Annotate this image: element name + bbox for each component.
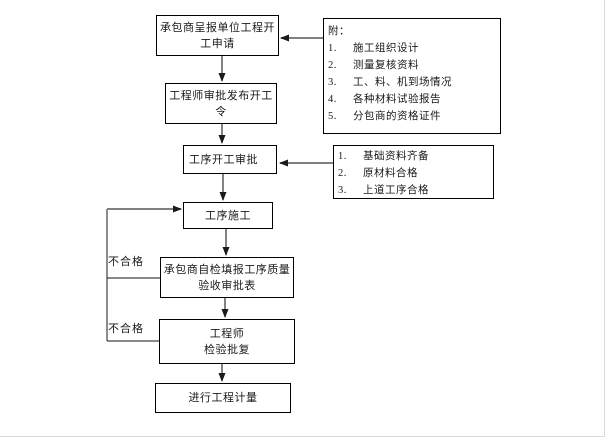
condition-item-num: 3. (338, 185, 347, 196)
attachment-item: 5. 分包商的资格证件 (326, 108, 498, 125)
rejected-label-1: 不合格 (108, 256, 144, 268)
condition-note-list: 1. 基础资料齐备 2. 原材料合格 3. 上道工序合格 (336, 148, 491, 199)
attachment-item: 3. 工、料、机到场情况 (326, 74, 498, 91)
node-self-inspection-line1: 承包商自检填报工序质量 (163, 263, 291, 276)
condition-item-num: 1. (338, 151, 347, 162)
condition-item-text: 基础资料齐备 (363, 151, 429, 162)
attachment-item-num: 4. (328, 94, 337, 105)
node-self-inspection: 承包商自检填报工序质量 验收审批表 (160, 257, 294, 298)
node-issue-order-line1: 工程师审批发布开工 (169, 89, 273, 102)
condition-item: 3. 上道工序合格 (336, 182, 491, 199)
node-process-approval-label: 工序开工审批 (189, 153, 258, 166)
node-self-inspection-line2: 验收审批表 (198, 279, 256, 292)
attachment-item: 2. 测量复核资料 (326, 57, 498, 74)
attachment-note-box: 附： 1. 施工组织设计 2. 测量复核资料 3. 工、料、机到场情况 4. 各… (323, 18, 501, 134)
condition-note-box: 1. 基础资料齐备 2. 原材料合格 3. 上道工序合格 (333, 145, 494, 199)
node-submit-application-line1: 承包商呈报单位工程开 (160, 21, 275, 34)
attachment-item-num: 1. (328, 43, 337, 54)
node-issue-order-line2: 令 (215, 105, 227, 118)
node-submit-application: 承包商呈报单位工程开 工申请 (156, 15, 279, 56)
attachment-note-list: 1. 施工组织设计 2. 测量复核资料 3. 工、料、机到场情况 4. 各种材料… (326, 40, 498, 125)
node-issue-order: 工程师审批发布开工 令 (165, 83, 277, 124)
node-process-construction-label: 工序施工 (205, 209, 251, 222)
node-engineer-review-line1: 工程师 (209, 327, 245, 340)
node-measurement: 进行工程计量 (155, 383, 291, 413)
condition-item-text: 上道工序合格 (363, 185, 429, 196)
attachment-item-text: 工、料、机到场情况 (353, 77, 452, 88)
node-engineer-review: 工程师 检验批复 (159, 319, 295, 364)
rejected-label-2: 不合格 (108, 323, 144, 335)
attachment-item-text: 施工组织设计 (353, 43, 419, 54)
node-process-approval: 工序开工审批 (183, 145, 277, 174)
node-measurement-label: 进行工程计量 (188, 392, 258, 404)
condition-item-text: 原材料合格 (363, 168, 418, 179)
node-engineer-review-line2: 检验批复 (204, 343, 250, 356)
condition-item: 2. 原材料合格 (336, 165, 491, 182)
node-process-construction: 工序施工 (183, 202, 273, 229)
attachment-item-text: 测量复核资料 (353, 60, 419, 71)
attachment-item-num: 5. (328, 111, 337, 122)
attachment-item: 1. 施工组织设计 (326, 40, 498, 57)
attachment-item: 4. 各种材料试验报告 (326, 91, 498, 108)
attachment-note-title: 附： (328, 26, 350, 37)
attachment-item-text: 各种材料试验报告 (353, 94, 441, 105)
attachment-item-num: 3. (328, 77, 337, 88)
attachment-item-num: 2. (328, 60, 337, 71)
condition-item: 1. 基础资料齐备 (336, 148, 491, 165)
node-submit-application-line2: 工申请 (200, 37, 235, 50)
condition-item-num: 2. (338, 168, 347, 179)
attachment-item-text: 分包商的资格证件 (353, 111, 441, 122)
